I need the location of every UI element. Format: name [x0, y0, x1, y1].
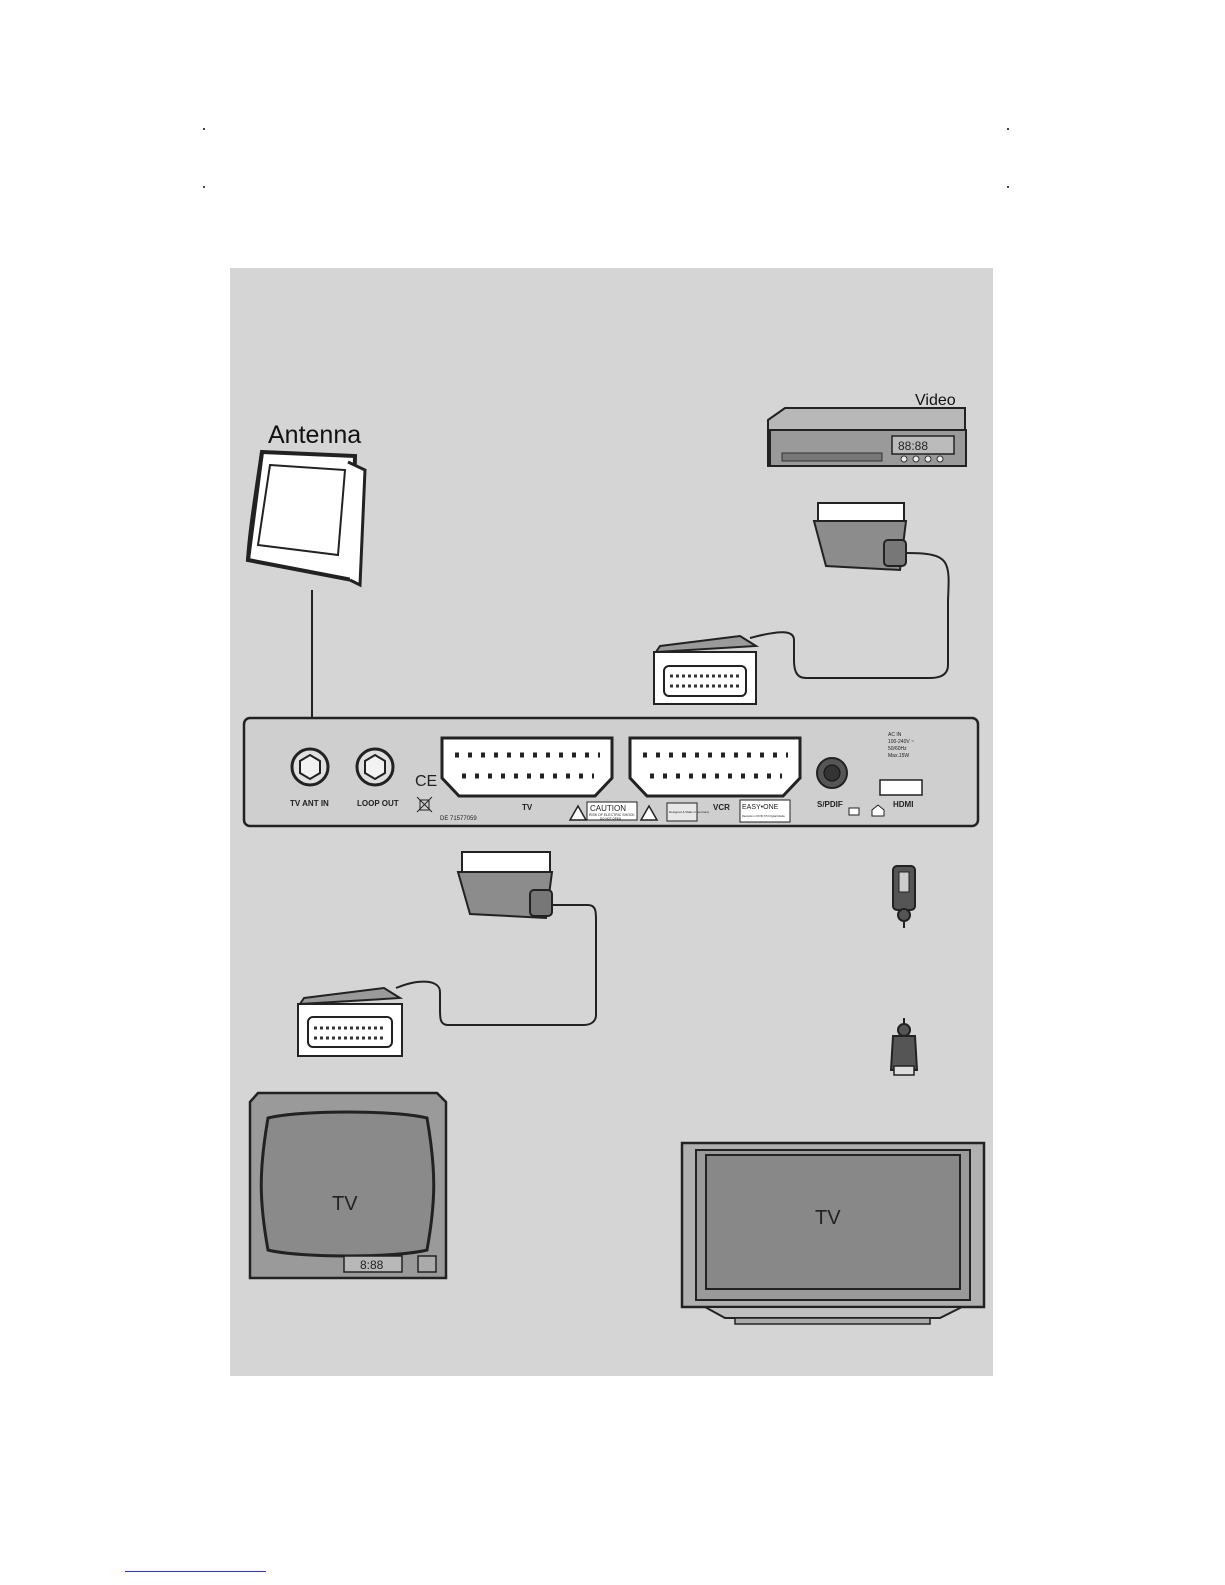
easyone-badge: EASY•ONE Reception of DVB-T/T2 Digital M…	[740, 800, 790, 822]
power-line: Max.15W	[888, 753, 909, 759]
vcr-scart-label: VCR	[713, 803, 730, 812]
flat-tv-label: TV	[815, 1207, 841, 1229]
loop-out-label: LOOP OUT	[357, 799, 399, 808]
easyone-title: EASY•ONE	[742, 804, 779, 811]
caution-box: CAUTION RISK OF ELECTRIC SHOCK DO NOT OP…	[587, 802, 637, 821]
flat-tv: TV	[682, 1143, 984, 1324]
power-line: 100-240V ~	[888, 739, 914, 745]
video-label: Video	[915, 392, 956, 409]
easyone-text: Reception of DVB-T/T2 Digital Media	[742, 814, 785, 818]
loop-out-port	[357, 749, 393, 785]
footnote-rule	[125, 1571, 266, 1572]
spdif-symbol-icon	[849, 808, 859, 815]
tv-scart-label: TV	[522, 803, 533, 812]
caution-sub: DO NOT OPEN	[600, 817, 621, 821]
power-button-icon	[418, 1256, 436, 1272]
tv-ant-in-port	[292, 749, 328, 785]
crt-tv: TV 8:88	[250, 1093, 446, 1278]
spdif-port	[817, 758, 847, 788]
power-line: AC IN	[888, 732, 902, 738]
crt-tv-display: 8:88	[360, 1258, 384, 1272]
power-line: 50/60Hz	[888, 746, 907, 752]
ce-mark: CE	[415, 773, 437, 790]
tv-ant-in-label: TV ANT IN	[290, 799, 329, 808]
spdif-label: S/PDIF	[817, 800, 843, 809]
antenna-label: Antenna	[268, 421, 361, 449]
hdmi-label: HDMI	[893, 800, 913, 809]
video-display: 88:88	[898, 439, 928, 453]
designed-text: Designed & Made in Germany	[669, 810, 710, 814]
caution-title: CAUTION	[590, 804, 626, 813]
model-code: DE 71577059	[440, 816, 477, 822]
crt-tv-label: TV	[332, 1193, 358, 1215]
receiver-rear-panel: TV ANT IN LOOP OUT CE DE 71577059 TV VCR	[244, 718, 978, 826]
tv-scart-port	[442, 738, 612, 796]
vcr-scart-port	[630, 738, 800, 796]
hdmi-port	[880, 780, 922, 795]
